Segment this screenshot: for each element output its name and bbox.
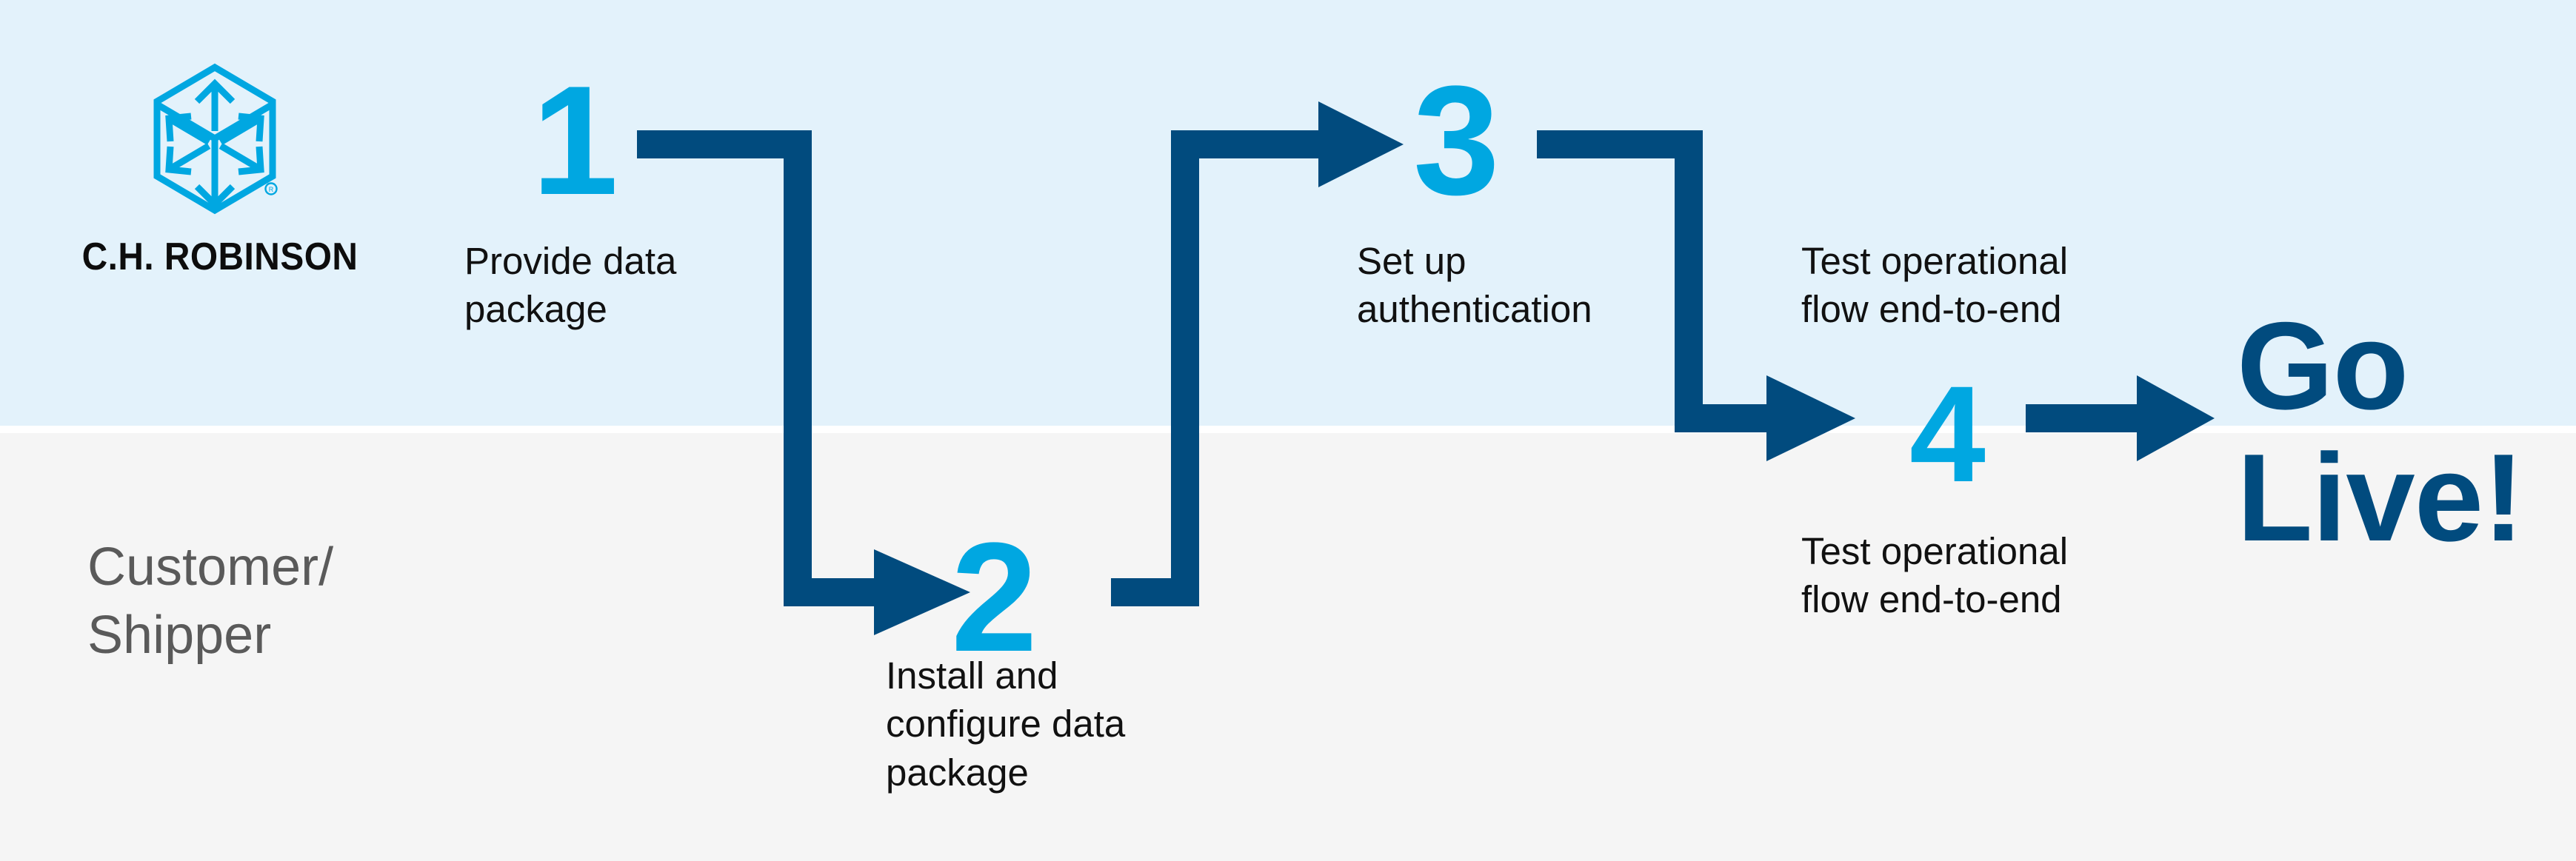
step-number-3: 3 [1413,53,1500,227]
swimlane-top-band [0,0,2576,426]
svg-text:R: R [269,186,274,193]
swimlane-bottom-band [0,433,2576,861]
connector-1-to-2 [637,130,970,635]
swimlane-label-customer-shipper: Customer/ Shipper [87,537,334,666]
connector-3-to-4 [1537,130,1855,461]
connector-2-to-3 [1111,101,1404,606]
step-caption-2: Install and configure data package [886,654,1126,794]
step-number-1: 1 [532,53,618,227]
step-caption-3: Set up authentication [1357,240,1592,331]
step-caption-4: Test operational flow end-to-end [1801,530,2069,621]
go-live-label: Go Live! [2237,296,2524,568]
connector-4-to-golive [2026,375,2215,461]
step-number-4: 4 [1909,358,1986,511]
step-number-2: 2 [951,510,1038,684]
registered-trademark-icon: R [264,182,278,195]
brand-logo: R C.H. ROBINSON [70,63,359,300]
brand-wordmark: C.H. ROBINSON [81,235,358,278]
chr-hexagon-cube-icon: R [148,63,281,215]
step-caption-3b-test-flow: Test operational flow end-to-end [1801,240,2069,331]
step-caption-1: Provide data package [464,240,677,331]
